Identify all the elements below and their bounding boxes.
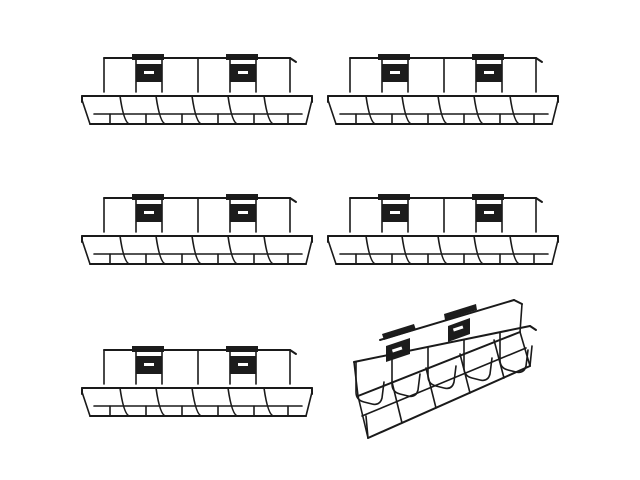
cable-tray-front-5 [80, 344, 316, 424]
cable-tray-front-2 [326, 52, 562, 132]
wire-tray-drawing [327, 193, 559, 265]
wire-tray-perspective-drawing [353, 299, 537, 439]
cable-tray-perspective [344, 296, 540, 444]
cable-tray-front-1 [80, 52, 316, 132]
cable-tray-front-4 [326, 192, 562, 272]
wire-tray-drawing [81, 193, 313, 265]
wire-tray-drawing [81, 53, 313, 125]
cable-tray-front-3 [80, 192, 316, 272]
wire-tray-drawing [81, 345, 313, 417]
wire-tray-drawing [327, 53, 559, 125]
